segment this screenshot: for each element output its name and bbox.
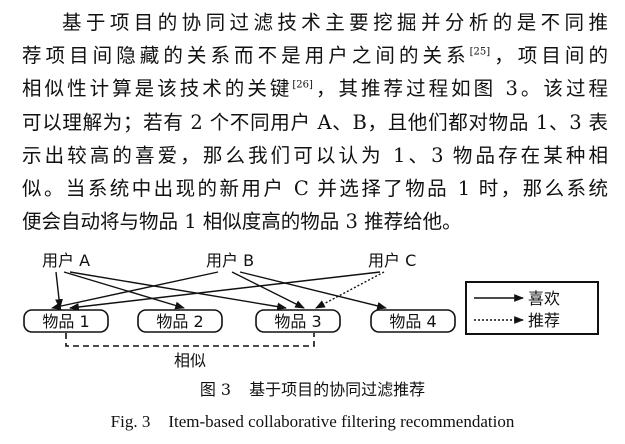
item-3-label: 物品 3 [274,312,321,331]
paragraph-line-3-tail: ，其推荐过程如图 3。该过程 [312,77,608,101]
like-arrows [51,271,387,311]
item-3-box [255,309,341,333]
paragraph-line-1: 基于项目的协同过滤技术主要挖掘并分析的是不同推 [62,11,608,34]
arrow-a-to-item2 [63,271,185,310]
arrow-a-to-item3 [69,271,287,311]
arrow-a-to-item1 [55,271,63,309]
user-a-label: 用户 A [42,251,90,270]
legend-like-label: 喜欢 [528,289,560,308]
paragraph-line-2-text: 荐项目间隐藏的关系而不是用户之间的关系 [22,44,470,68]
figure-caption-en: Fig. 3 Item-based collaborative filtering… [0,412,625,432]
arrow-b-to-item1 [51,271,219,310]
item-1-box [23,309,109,333]
similarity-bracket [65,333,315,347]
item-2-label: 物品 2 [156,312,203,331]
arrow-b-to-item4 [239,271,387,310]
caption-zh-number: 图 3 [199,380,232,399]
paragraph-line-7: 便会自动将与物品 1 相似度高的物品 3 推荐给他。 [22,210,462,234]
legend-box [465,281,599,335]
citation-25[interactable]: [25] [469,46,491,58]
paragraph-line-3: 相似性计算是该技术的关键[26]，其推荐过程如图 3。该过程 [22,72,608,105]
user-b-label: 用户 B [206,251,254,270]
paragraph-line-2: 荐项目间隐藏的关系而不是用户之间的关系[25]，项目间的 [22,39,608,72]
citation-26[interactable]: [26] [292,79,313,91]
paragraph-line-3-text: 相似性计算是该技术的关键 [22,77,293,101]
caption-en-number: Fig. 3 [110,412,151,431]
body-paragraph: 基于项目的协同过滤技术主要挖掘并分析的是不同推 荐项目间隐藏的关系而不是用户之间… [22,6,608,238]
arrow-c-recommend-item3 [315,271,385,309]
item-4-label: 物品 4 [389,312,436,331]
similarity-label: 相似 [174,351,206,370]
legend-recommend-label: 推荐 [528,311,560,330]
arrow-b-to-item3 [231,271,305,309]
user-c-label: 用户 C [368,251,416,270]
item-4-box [370,309,456,333]
arrow-c-to-item1 [69,271,381,311]
paragraph-line-6: 似。当系统中出现的新用户 C 并选择了物品 1 时，那么系统 [22,177,608,201]
paragraph-line-2-tail: ，项目间的 [490,44,608,68]
item-2-box [137,309,223,333]
paragraph-line-5: 示出较高的喜爱，那么我们可以认为 1、3 物品存在某种相 [22,143,608,167]
figure-caption-zh: 图 3 基于项目的协同过滤推荐 [0,376,625,400]
item-1-label: 物品 1 [42,312,89,331]
paragraph-line-4: 可以理解为；若有 2 个不同用户 A、B，且他们都对物品 1、3 表 [22,110,608,134]
caption-zh-text: 基于项目的协同过滤推荐 [249,380,426,399]
caption-en-text: Item-based collaborative filtering recom… [168,412,515,431]
